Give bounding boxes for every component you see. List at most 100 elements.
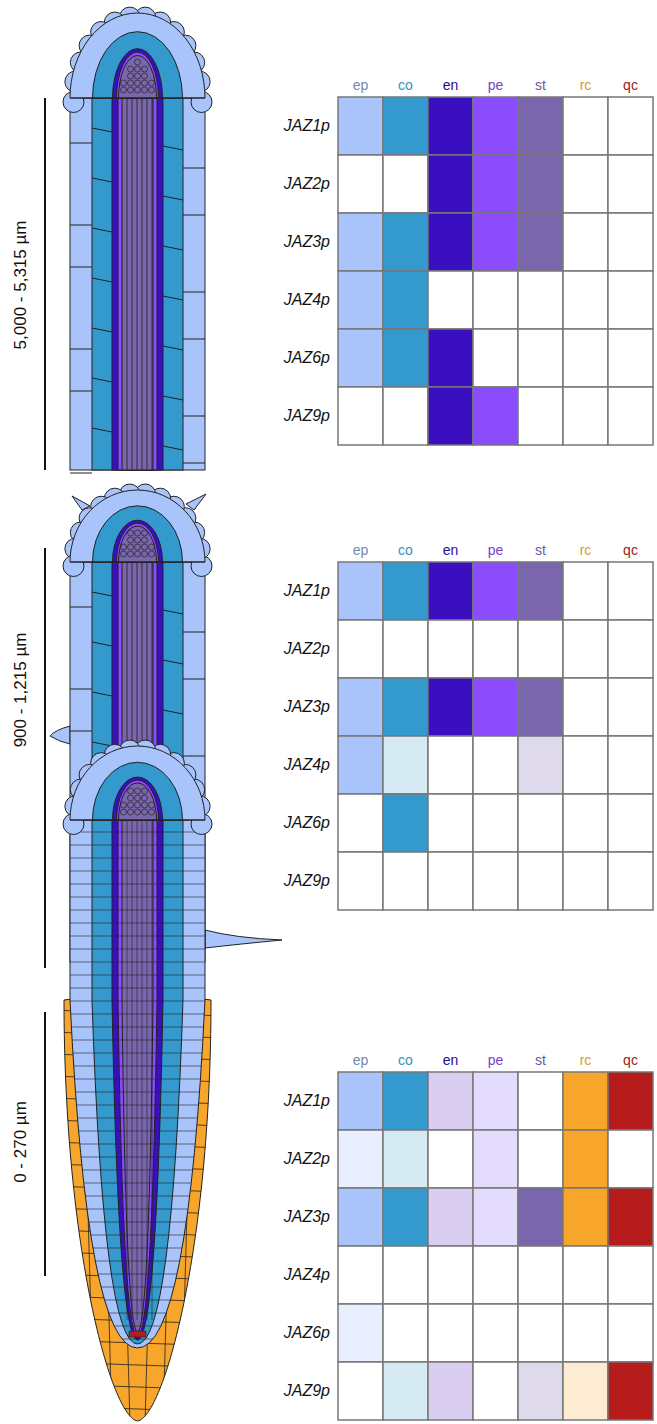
heatmap-cell bbox=[473, 387, 518, 445]
root-hair bbox=[72, 496, 90, 510]
stele-cell bbox=[142, 795, 148, 801]
dome-layer bbox=[113, 49, 163, 98]
cell-wall bbox=[163, 610, 183, 614]
column-header: pe bbox=[473, 543, 518, 557]
heatmap-cell bbox=[608, 329, 653, 387]
stele-cell bbox=[135, 87, 141, 93]
row-label: JAZ3p bbox=[284, 1209, 330, 1225]
root-hair bbox=[50, 726, 70, 744]
heatmap-cell bbox=[383, 1072, 428, 1130]
heatmap-cell bbox=[473, 852, 518, 910]
meristem-wall bbox=[70, 1300, 205, 1301]
meristem-wall bbox=[70, 1144, 205, 1145]
heatmap-cell bbox=[608, 1304, 653, 1362]
stele-cell bbox=[135, 66, 141, 72]
cell-wall bbox=[163, 346, 183, 350]
row-label: JAZ4p bbox=[284, 292, 330, 308]
heatmap-cell bbox=[338, 1130, 383, 1188]
cell-wall bbox=[183, 679, 205, 680]
heatmap-cell bbox=[338, 271, 383, 329]
meristem-wall bbox=[70, 871, 205, 872]
heatmap-cell bbox=[563, 1072, 608, 1130]
stele-wall bbox=[127, 820, 128, 1320]
stele-cell bbox=[121, 551, 127, 557]
scale-bar bbox=[44, 548, 46, 968]
stele-cell bbox=[135, 530, 141, 536]
meristem-wall bbox=[70, 1170, 205, 1171]
heatmap-cell bbox=[563, 387, 608, 445]
heatmap-cell bbox=[608, 1072, 653, 1130]
cell-wall bbox=[92, 378, 112, 382]
heatmap-cell bbox=[473, 1130, 518, 1188]
stele-wall bbox=[152, 820, 153, 1320]
stele-cell bbox=[142, 537, 148, 543]
cell-wall bbox=[70, 473, 92, 474]
meristem-wall bbox=[70, 858, 205, 859]
heatmap-cell bbox=[383, 562, 428, 620]
heatmap-cell bbox=[428, 1072, 473, 1130]
heatmap-cell bbox=[338, 1072, 383, 1130]
scale-bar bbox=[44, 98, 46, 470]
heatmap-cell bbox=[518, 852, 563, 910]
stele-cell bbox=[142, 809, 148, 815]
row-label: JAZ1p bbox=[284, 1093, 330, 1109]
cell-wall bbox=[92, 692, 112, 696]
stele-wall bbox=[132, 98, 133, 470]
heatmap-cell bbox=[383, 155, 428, 213]
scale-label: 0 - 270 µm bbox=[12, 1101, 29, 1183]
dome-layer bbox=[70, 746, 205, 820]
stele-cell bbox=[135, 59, 141, 65]
dome-layer bbox=[70, 490, 205, 562]
cell-wall bbox=[183, 292, 205, 293]
heatmap-cell bbox=[518, 329, 563, 387]
heatmap-cell bbox=[518, 1362, 563, 1420]
heatmap-cell bbox=[383, 1304, 428, 1362]
cell-wall bbox=[183, 632, 205, 633]
cell-wall bbox=[92, 178, 112, 182]
cell-wall bbox=[163, 296, 183, 300]
meristem-wall bbox=[70, 1001, 205, 1002]
heatmap-cell bbox=[383, 387, 428, 445]
stele-cell bbox=[135, 80, 141, 86]
heatmap-cell bbox=[608, 1362, 653, 1420]
meristem-wall bbox=[70, 1092, 205, 1093]
stele-cell bbox=[142, 66, 148, 72]
stele-cell bbox=[128, 795, 134, 801]
meristem-wall bbox=[70, 1339, 205, 1340]
heatmap-cell bbox=[518, 387, 563, 445]
heatmap-cell bbox=[428, 852, 473, 910]
row-label: JAZ2p bbox=[284, 641, 330, 657]
row-label: JAZ9p bbox=[284, 408, 330, 424]
heatmap-cell bbox=[473, 1072, 518, 1130]
cell-wall bbox=[183, 168, 205, 169]
tissue-layer bbox=[112, 98, 163, 470]
meristem-wall bbox=[70, 923, 205, 924]
column-header: pe bbox=[473, 78, 518, 92]
heatmap-cell bbox=[518, 155, 563, 213]
meristem-wall bbox=[70, 1261, 205, 1262]
heatmap-cell bbox=[473, 736, 518, 794]
tissue-layer bbox=[118, 98, 157, 470]
heatmap-cell bbox=[518, 794, 563, 852]
quiescent-center bbox=[129, 1331, 146, 1337]
cell-wall bbox=[70, 607, 92, 608]
scale-label: 5,000 - 5,315 µm bbox=[12, 221, 29, 350]
dome-layer bbox=[117, 780, 159, 820]
meristem-cells bbox=[70, 820, 205, 1339]
dome-layer bbox=[119, 56, 157, 98]
stele-cell bbox=[142, 87, 148, 93]
root-hair bbox=[205, 930, 282, 948]
heatmap-cell bbox=[563, 1246, 608, 1304]
heatmap-cell bbox=[383, 271, 428, 329]
column-header: st bbox=[518, 543, 563, 557]
stele-cell bbox=[135, 73, 141, 79]
heatmap-cell bbox=[608, 155, 653, 213]
heatmap-cell bbox=[338, 562, 383, 620]
row-label: JAZ4p bbox=[284, 757, 330, 773]
row-label: JAZ1p bbox=[284, 118, 330, 134]
heatmap-cell bbox=[608, 1246, 653, 1304]
heatmap-cell bbox=[608, 271, 653, 329]
heatmap-cell bbox=[518, 678, 563, 736]
row-label: JAZ1p bbox=[284, 583, 330, 599]
heatmap-cell bbox=[428, 1304, 473, 1362]
